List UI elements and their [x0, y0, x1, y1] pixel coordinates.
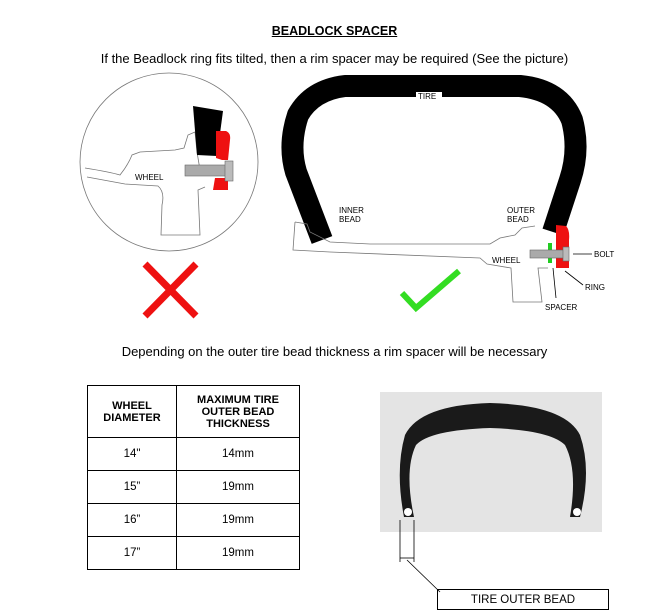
tire-label: TIRE	[418, 92, 436, 101]
table-header-row: WHEEL DIAMETER MAXIMUM TIRE OUTER BEAD T…	[87, 385, 300, 438]
intro-text: If the Beadlock ring fits tilted, then a…	[100, 51, 569, 66]
correct-spacer-diagram: TIRE INNER BEAD OUTER BEAD WHEEL BOLT RI…	[281, 75, 614, 313]
bead-thickness-table: WHEEL DIAMETER MAXIMUM TIRE OUTER BEAD T…	[87, 385, 300, 570]
table-row: 17”19mm	[87, 536, 300, 570]
page-title: BEADLOCK SPACER	[271, 24, 398, 38]
header-wheel-diameter: WHEEL DIAMETER	[87, 385, 177, 438]
cell-diameter: 14"	[87, 437, 177, 471]
table-row: 16”19mm	[87, 503, 300, 537]
tire-cross-section-photo	[380, 392, 602, 593]
cell-diameter: 15”	[87, 470, 177, 504]
cell-thickness: 19mm	[176, 470, 300, 504]
cell-thickness: 19mm	[176, 503, 300, 537]
bolt-label: BOLT	[594, 250, 614, 259]
tilted-ring-diagram: WHEEL	[79, 72, 259, 319]
middle-text: Depending on the outer tire bead thickne…	[121, 344, 548, 359]
cell-diameter: 16”	[87, 503, 177, 537]
cell-thickness: 19mm	[176, 536, 300, 570]
ring-label: RING	[585, 283, 605, 292]
cell-thickness: 14mm	[176, 437, 300, 471]
wheel-label-right: WHEEL	[492, 256, 521, 265]
cell-diameter: 17”	[87, 536, 177, 570]
table-row: 14"14mm	[87, 437, 300, 471]
header-max-thickness: MAXIMUM TIRE OUTER BEAD THICKNESS	[176, 385, 300, 438]
wheel-label-left: WHEEL	[135, 173, 164, 182]
bead-thickness-callout: TIRE OUTER BEAD THICKNESS	[437, 589, 609, 610]
outer-bead-label: OUTER	[507, 206, 535, 215]
table-row: 15”19mm	[87, 470, 300, 504]
check-icon	[399, 268, 461, 313]
spacer-label: SPACER	[545, 303, 578, 312]
inner-bead-label: INNER	[339, 206, 364, 215]
outer-bead-label-2: BEAD	[507, 215, 529, 224]
cross-icon	[142, 261, 199, 319]
inner-bead-label-2: BEAD	[339, 215, 361, 224]
